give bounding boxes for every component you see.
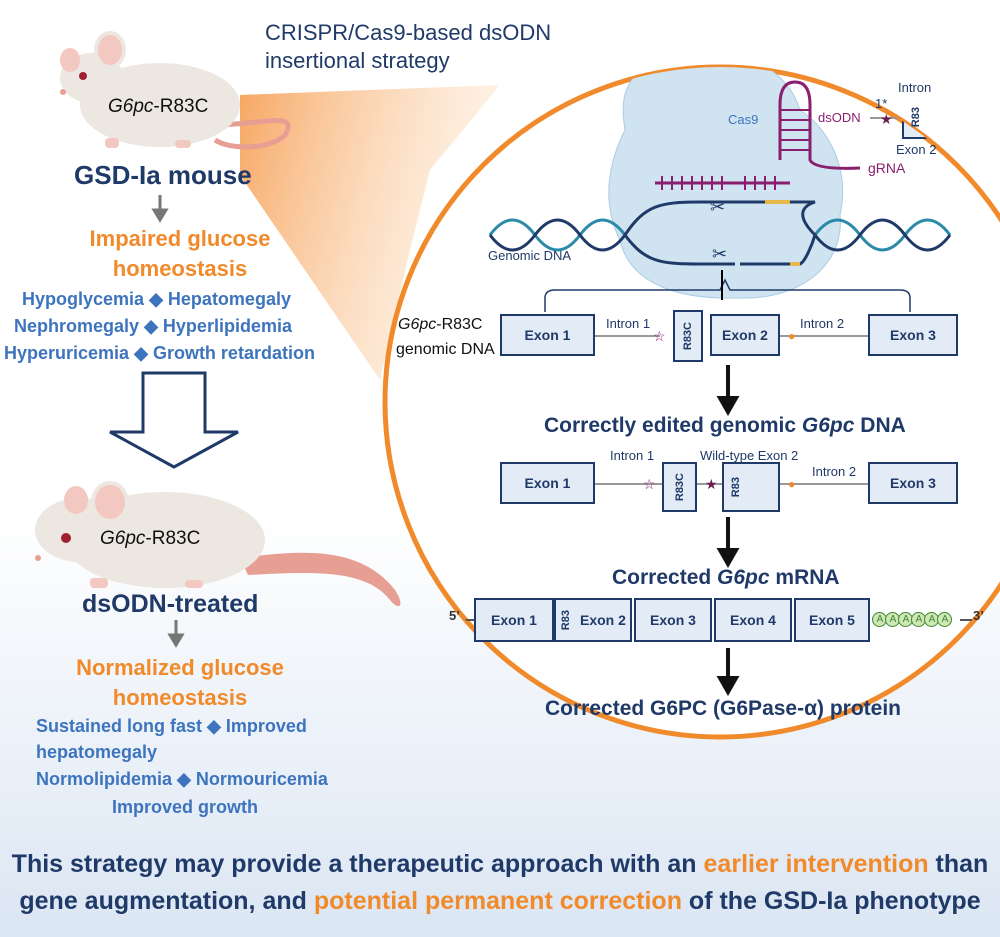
- mouse-bottom: [35, 481, 401, 607]
- symptom-row: Hypoglycemia ◆ Hepatomegaly: [22, 289, 291, 309]
- mrna-exon3: Exon 3: [634, 598, 712, 642]
- mrna-exon1: Exon 1: [474, 598, 554, 642]
- impaired-line2: homeostasis: [112, 256, 248, 281]
- grna-label: gRNA: [868, 160, 906, 176]
- open-star-icon: ☆: [643, 476, 656, 492]
- zoom-bracket: [544, 278, 911, 312]
- dsodn-exon2-label: Exon 2: [896, 142, 937, 157]
- g6pc-genomic-label-line2: genomic DNA: [396, 341, 495, 358]
- mrna-exon4: Exon 4: [714, 598, 792, 642]
- dna-helix-right: [813, 218, 952, 252]
- row2-exon1: Exon 1: [500, 462, 595, 504]
- small-arrows: [151, 195, 185, 648]
- star-icon: ★: [705, 476, 718, 492]
- zoom-wedge: [240, 85, 500, 380]
- row2-r83c-box: R83C: [662, 462, 697, 512]
- dsodn-label: dsODN: [818, 110, 861, 125]
- mrna-3prime: 3’: [973, 608, 984, 623]
- edited-dna-title: Correctly edited genomic G6pc DNA: [544, 414, 906, 437]
- orange-dot-icon: ●: [788, 329, 796, 343]
- gsd-mouse-label: GSD-Ia mouse: [74, 160, 252, 190]
- star-icon-dsodn: ★: [880, 111, 893, 127]
- cas9-protein: [608, 67, 844, 299]
- row1-exon1: Exon 1: [500, 314, 595, 356]
- row1-exon2: Exon 2: [710, 314, 780, 356]
- g6pc-genomic-label: G6pc-R83C: [398, 316, 483, 333]
- dsodn-treated-label: dsODN-treated: [82, 590, 259, 618]
- benefit-row: Sustained long fast ◆ Improved: [36, 716, 307, 736]
- genomic-dna-label: Genomic DNA: [488, 248, 572, 263]
- benefit-row: Normolipidemia ◆ Normouricemia: [36, 769, 328, 789]
- benefit-row: Improved growth: [112, 797, 259, 817]
- intron-star-label: 1*: [875, 96, 888, 111]
- benefit-row: hepatomegaly: [36, 742, 158, 762]
- row2-intron1-label: Intron 1: [610, 448, 655, 463]
- mrna-exon5: Exon 5: [794, 598, 870, 642]
- big-down-arrow: [109, 371, 239, 469]
- row1-intron2-label: Intron 2: [800, 316, 845, 331]
- dna-open-strands: [623, 200, 817, 266]
- flow-arrows: [716, 365, 740, 697]
- strategy-title-line2: insertional strategy: [265, 48, 450, 73]
- protein-label: Corrected G6PC (G6Pase-α) protein: [545, 697, 901, 720]
- mouse-bottom-genotype: G6pc-R83C: [100, 528, 201, 549]
- row1-exon3: Exon 3: [868, 314, 958, 356]
- mrna-title: Corrected G6pc mRNA: [612, 566, 840, 589]
- cas9-label: Cas9: [728, 112, 759, 127]
- row1-intron1-label: Intron 1: [606, 316, 651, 331]
- conclusion-line1: This strategy may provide a therapeutic …: [11, 850, 989, 878]
- row2-wt-exon2-label: Wild-type Exon 2: [700, 448, 799, 463]
- row2-wt-exon2-box: R83: [722, 462, 780, 512]
- mouse-top-genotype: G6pc-R83C: [108, 96, 209, 117]
- dsodn-r83-label: R83: [910, 107, 922, 128]
- orange-dot-icon: ●: [788, 477, 796, 491]
- grna-bases: [661, 109, 810, 190]
- scissors-icon-top: ✂: [710, 197, 725, 217]
- conclusion-line2: gene augmentation, and potential permane…: [19, 887, 981, 915]
- normalized-line2: homeostasis: [112, 685, 248, 710]
- mouse-top: [60, 31, 291, 150]
- intron-label: Intron: [898, 80, 932, 95]
- normalized-line1: Normalized glucose: [76, 655, 284, 680]
- dna-helix-left: [488, 218, 627, 252]
- symptom-row: Hyperuricemia ◆ Growth retardation: [4, 343, 315, 363]
- row2-intron2-label: Intron 2: [812, 464, 857, 479]
- open-star-icon: ☆: [653, 328, 666, 344]
- strategy-title-line1: CRISPR/Cas9-based dsODN: [265, 20, 552, 45]
- row2-exon3: Exon 3: [868, 462, 958, 504]
- symptom-row: Nephromegaly ◆ Hyperlipidemia: [14, 316, 292, 336]
- impaired-line1: Impaired glucose: [89, 226, 271, 251]
- scissors-icon-bottom: ✂: [712, 244, 727, 264]
- row1-r83c-box: R83C: [673, 310, 703, 362]
- mrna-5prime: 5’: [449, 608, 460, 623]
